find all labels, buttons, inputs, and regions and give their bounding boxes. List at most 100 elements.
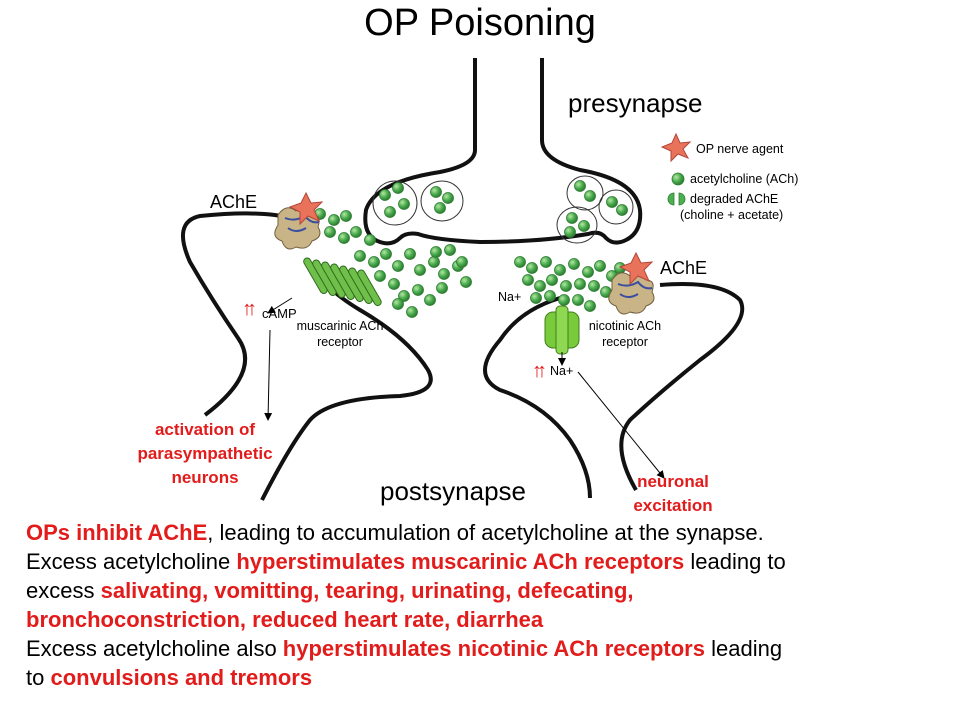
ach-molecule	[398, 290, 410, 302]
neuronal-excitation-outcome: neuronal excitation	[608, 470, 738, 518]
presynaptic-membrane	[363, 58, 643, 246]
ach-molecule	[430, 186, 442, 198]
ach-molecule	[340, 210, 352, 222]
ach-molecule	[554, 264, 566, 276]
ach-molecule	[388, 278, 400, 290]
increase-arrows-right: ↑↑	[532, 360, 547, 382]
text-line-3: excess salivating, vomitting, tearing, u…	[26, 576, 956, 605]
ach-molecule	[364, 234, 376, 246]
ach-molecule	[412, 284, 424, 296]
ach-molecule	[572, 294, 584, 306]
text-line-2: Excess acetylcholine hyperstimulates mus…	[26, 547, 956, 576]
presynapse-label: presynapse	[568, 88, 703, 118]
ach-molecule	[564, 226, 576, 238]
op-agent-left	[288, 191, 324, 226]
page-title: OP Poisoning	[364, 2, 596, 44]
outcome-right-line: neuronal	[637, 472, 709, 491]
parasympathetic-outcome: activation of parasympathetic neurons	[120, 418, 290, 490]
vesicle-group	[372, 175, 634, 244]
ach-molecule	[522, 274, 534, 286]
vesicle	[420, 180, 464, 222]
ach-molecule	[414, 264, 426, 276]
vesicle	[372, 180, 418, 226]
camp-to-outcome-arrow	[264, 329, 273, 421]
text-highlight: OPs inhibit AChE	[26, 520, 208, 545]
ach-molecule	[384, 206, 396, 218]
text-plain: , leading to accumulation of acetylcholi…	[207, 520, 764, 545]
text-highlight: bronchoconstriction, reduced heart rate,…	[26, 607, 544, 632]
ach-molecule	[606, 196, 618, 208]
ach-molecule	[434, 202, 446, 214]
text-plain: excess	[26, 578, 101, 603]
ach-molecule	[428, 256, 440, 268]
ach-molecule	[380, 248, 392, 260]
nicotinic-receptor	[544, 305, 580, 355]
ach-molecule	[560, 280, 572, 292]
postsynapse-label: postsynapse	[380, 476, 526, 506]
ach-molecule	[574, 180, 586, 192]
ach-molecule	[442, 192, 454, 204]
postsynaptic-neuron-right	[483, 282, 745, 499]
ach-molecule	[566, 212, 578, 224]
legend-icons	[660, 132, 692, 206]
ach-molecule	[374, 270, 386, 282]
muscarinic-receptor-label: muscarinic ACh receptor	[296, 319, 384, 349]
ach-molecule	[436, 282, 448, 294]
ach-molecule	[379, 189, 391, 201]
ach-molecule	[350, 226, 362, 238]
text-line-4: bronchoconstriction, reduced heart rate,…	[26, 605, 956, 634]
degraded-legend-icon-half-1	[667, 192, 675, 206]
ach-molecule	[568, 258, 580, 270]
op-agent-right	[618, 251, 654, 286]
outcome-left-line: activation of	[154, 420, 256, 439]
vesicle	[598, 189, 634, 225]
increase-arrows-left: ↑↑	[242, 298, 257, 320]
ach-molecule	[544, 290, 556, 302]
ach-legend-icon	[671, 172, 685, 186]
ach-molecule	[616, 204, 628, 216]
muscarinic-receptor	[303, 257, 382, 307]
text-plain: Excess acetylcholine	[26, 549, 237, 574]
ach-molecule	[354, 250, 366, 262]
na-bottom-label: Na+	[550, 364, 574, 378]
ach-molecule	[584, 190, 596, 202]
outcome-left-line: parasympathetic	[137, 444, 273, 463]
ach-molecule	[324, 226, 336, 238]
ach-molecule	[444, 244, 456, 256]
vesicle	[556, 206, 598, 244]
camp-label: cAMP	[262, 306, 297, 321]
ache-enzyme-right	[608, 272, 655, 315]
ach-molecule	[546, 274, 558, 286]
text-highlight: convulsions and tremors	[50, 665, 313, 690]
ach-molecule	[588, 280, 600, 292]
ach-molecule	[438, 268, 450, 280]
ache-right-label: AChE	[660, 258, 708, 278]
ach-molecule	[574, 278, 586, 290]
na-to-outcome-arrow	[577, 371, 665, 479]
camp-arrow	[267, 297, 293, 314]
ach-molecule	[338, 232, 350, 244]
ach-molecule	[398, 198, 410, 210]
ach-molecule	[404, 248, 416, 260]
ach-molecule	[406, 306, 418, 318]
ach-molecule	[584, 300, 596, 312]
postsynaptic-neuron-left	[181, 211, 433, 501]
ach-molecule	[430, 246, 442, 258]
text-line-6: to convulsions and tremors	[26, 663, 956, 692]
ach-molecule	[582, 266, 594, 278]
ach-molecule	[456, 256, 468, 268]
ach-molecule	[424, 294, 436, 306]
ach-molecule	[578, 220, 590, 232]
text-plain: leading	[704, 636, 783, 661]
text-plain: Excess acetylcholine also	[26, 636, 283, 661]
ach-molecule	[392, 182, 404, 194]
ach-molecule	[460, 276, 472, 288]
outcome-right-line: excitation	[633, 496, 713, 515]
ach-molecule	[392, 260, 404, 272]
explanation-text: OPs inhibit AChE, leading to accumulatio…	[26, 518, 956, 692]
ach-molecule	[534, 280, 546, 292]
op-agent-legend-icon	[660, 132, 692, 163]
text-line-1: OPs inhibit AChE, leading to accumulatio…	[26, 518, 956, 547]
outcome-left-line: neurons	[171, 468, 239, 487]
ach-molecule	[530, 292, 542, 304]
